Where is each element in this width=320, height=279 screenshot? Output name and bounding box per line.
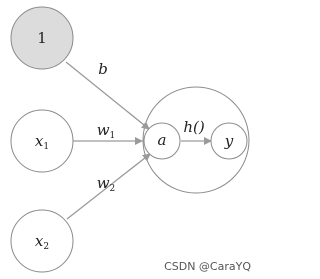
w1-label: w1 <box>97 121 116 141</box>
bias-node-label: 1 <box>37 29 47 47</box>
bias-node <box>10 6 74 70</box>
watermark-text: CSDN @CaraYQ <box>164 260 251 273</box>
bias-weight-label: b <box>98 60 108 78</box>
y-node-label: y <box>224 132 234 150</box>
y-node <box>210 122 248 160</box>
x1-node-label: x1 <box>35 132 49 152</box>
edge-bias-to-a <box>65 61 150 130</box>
x1-node <box>10 109 74 173</box>
x2-node-label: x2 <box>35 232 49 252</box>
neuron-diagram: 1 x1 x2 a y b w1 w2 h() CSDN @CaraYQ <box>10 6 251 273</box>
a-node-label: a <box>158 131 167 149</box>
neuron-group-circle <box>142 86 250 194</box>
activation-label: h() <box>183 118 205 136</box>
edge-x2-to-a <box>66 153 151 220</box>
w2-label: w2 <box>97 174 116 194</box>
a-node <box>143 122 181 160</box>
x2-node <box>10 209 74 273</box>
